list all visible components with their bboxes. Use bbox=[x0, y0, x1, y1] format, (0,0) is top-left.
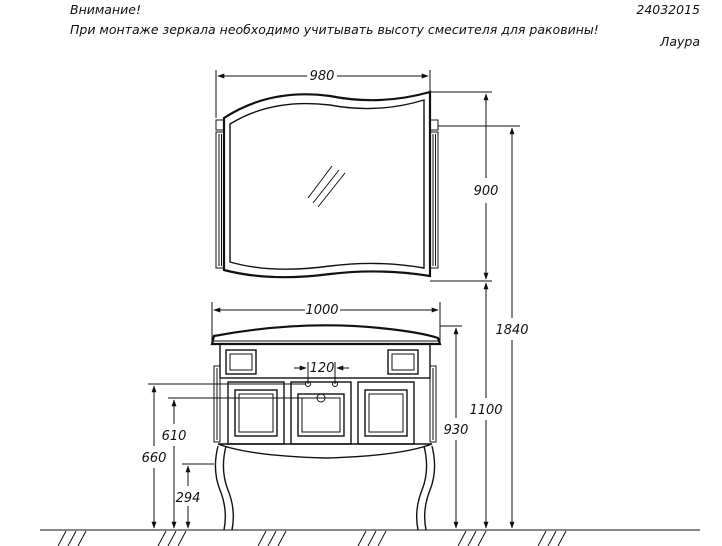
doc-code: 24032015 bbox=[636, 2, 700, 17]
dim-faucet-spacing-label: 120 bbox=[310, 361, 335, 376]
dim-basin-height: 660 bbox=[142, 383, 306, 529]
dim-cabinet-width-label: 1000 bbox=[305, 303, 338, 318]
dim-mirror-width-label: 980 bbox=[310, 69, 335, 84]
dim-mirror-top-label: 1840 bbox=[495, 323, 528, 338]
cabinet bbox=[210, 324, 442, 531]
dim-shelf-height-label: 294 bbox=[176, 491, 201, 506]
dim-mirror-bottom-label: 1100 bbox=[469, 403, 502, 418]
glass-reflection bbox=[307, 165, 333, 199]
dim-basin-height-label: 660 bbox=[142, 451, 167, 466]
mirror bbox=[215, 90, 439, 279]
dim-drain-height: 610 bbox=[162, 397, 317, 529]
warning-title: Внимание! bbox=[70, 2, 141, 17]
dim-cabinet-height-label: 930 bbox=[444, 423, 469, 438]
model-name: Лаура bbox=[659, 34, 700, 49]
dim-cabinet-height: 930 bbox=[440, 325, 469, 529]
floor bbox=[40, 529, 700, 546]
dim-drain-height-label: 610 bbox=[162, 429, 187, 444]
dim-shelf-height: 294 bbox=[176, 463, 214, 529]
dim-mirror-width: 980 bbox=[215, 69, 431, 118]
warning-text: При монтаже зеркала необходимо учитывать… bbox=[70, 22, 599, 37]
dim-faucet-spacing: 120 bbox=[294, 361, 349, 384]
dim-mirror-top: 1840 bbox=[438, 125, 529, 529]
dim-mirror-height-label: 900 bbox=[474, 184, 499, 199]
dim-cabinet-width: 1000 bbox=[211, 302, 441, 342]
dim-mirror-bottom: 1100 bbox=[469, 282, 503, 529]
dim-mirror-height: 900 bbox=[430, 91, 499, 282]
